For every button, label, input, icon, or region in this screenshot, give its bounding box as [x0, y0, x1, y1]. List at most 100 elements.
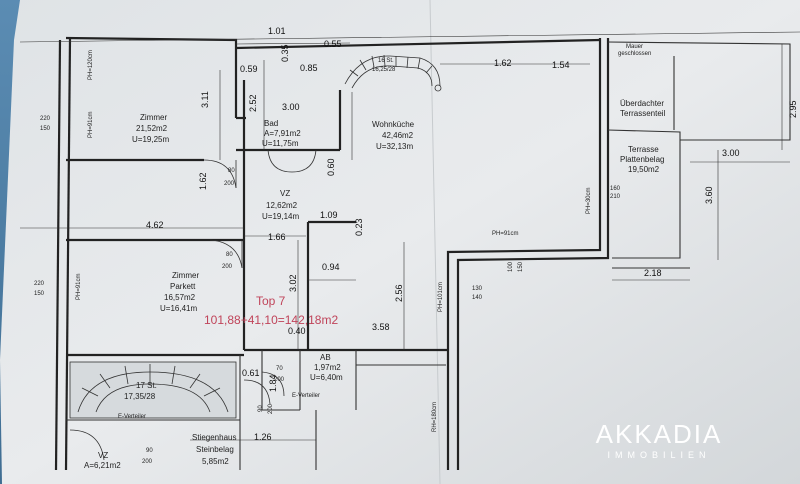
vz-name: VZ: [280, 189, 290, 198]
bad-u: U=11,75m: [262, 139, 299, 148]
dim-2.18: 2.18: [644, 268, 662, 278]
ueberdacht-label-2: Terrassenteil: [620, 109, 666, 118]
dim-1.62-left: 1.62: [198, 172, 208, 190]
dim-3.00-bad: 3.00: [282, 102, 300, 112]
dim-0.85: 0.85: [300, 63, 318, 73]
dim-1.54: 1.54: [552, 60, 570, 70]
dim-200-d: 200: [268, 403, 274, 414]
dim-200-a: 200: [224, 181, 235, 187]
ph120-label: PH=120cm: [88, 50, 94, 80]
door-arcs: [69, 149, 317, 461]
zimmer2-u: U=16,41m: [160, 304, 197, 313]
mauer-label: Mauer: [626, 44, 643, 50]
dim-0.94: 0.94: [322, 262, 340, 272]
dim-1.62-top: 1.62: [494, 58, 512, 68]
dim-90-a: 90: [258, 405, 264, 412]
dim-2.95: 2.95: [788, 100, 798, 118]
dim-0.61: 0.61: [242, 368, 260, 378]
dimension-labels: 1.01 0.55 0.35 0.59 0.85 1.62 1.54 2.95 …: [34, 26, 798, 465]
dim-80-a: 80: [228, 168, 235, 174]
stairs-bottom: [69, 361, 237, 419]
dim-3.00-terrace: 3.00: [722, 148, 740, 158]
dim-100: 100: [508, 261, 514, 272]
stairs-top-label: 16 St.: [378, 58, 394, 64]
zimmer1-u: U=19,25m: [132, 135, 169, 144]
vz2-name: VZ: [98, 451, 108, 460]
everteiler-label: E-Verteiler: [118, 414, 146, 420]
vz-area: 12,62m2: [266, 201, 298, 210]
dim-1.26: 1.26: [254, 432, 272, 442]
dim-3.11: 3.11: [200, 91, 210, 108]
ph91-lower-label: PH=91cm: [76, 273, 82, 300]
zimmer2-name: Zimmer: [172, 271, 199, 280]
akkadia-logo: AKKADIA IMMOBILIEN: [584, 420, 734, 460]
dim-220-b: 220: [34, 281, 45, 287]
dim-150: 150: [518, 261, 524, 272]
vz2-area: A=6,21m2: [84, 461, 121, 470]
dim-2.56: 2.56: [394, 284, 404, 302]
dim-1.66: 1.66: [268, 232, 286, 242]
dim-210: 210: [610, 194, 621, 200]
dim-200-b: 200: [222, 264, 233, 270]
logo-subtitle: IMMOBILIEN: [607, 450, 711, 460]
dim-3.58: 3.58: [372, 322, 390, 332]
ueberdacht-label: Überdachter: [620, 99, 664, 108]
ab-u: U=6,40m: [310, 373, 343, 382]
bad-area: A=7,91m2: [264, 129, 301, 138]
stairs-bottom-dim: 17,35/28: [124, 392, 156, 401]
ph91-upper-label: PH=91cm: [88, 111, 94, 138]
wohnkueche-u: U=32,13m: [376, 142, 413, 151]
stairs-bottom-label: 17 St.: [136, 381, 157, 390]
stiegenhaus-sub: Steinbelag: [196, 445, 234, 454]
zimmer2-sub: Parkett: [170, 282, 196, 291]
dim-160: 160: [610, 186, 621, 192]
zimmer2-area: 16,57m2: [164, 293, 196, 302]
dim-130: 130: [472, 286, 483, 292]
dim-3.02: 3.02: [288, 274, 298, 292]
ph91-right-label: PH=91cm: [492, 231, 519, 237]
terrasse-area: 19,50m2: [628, 165, 660, 174]
stiegenhaus-area: 5,85m2: [202, 457, 229, 466]
mauer-label-2: geschlossen: [618, 51, 651, 57]
top-label: Top 7: [256, 294, 286, 308]
dim-0.60: 0.60: [326, 158, 336, 176]
dim-150-a: 150: [40, 126, 51, 132]
room-labels: PH=120cm PH=91cm PH=91cm PH=91cm PH=30cm…: [76, 44, 666, 470]
dim-0.35: 0.35: [280, 44, 290, 62]
dim-80-b: 80: [226, 252, 233, 258]
dim-0.55: 0.55: [324, 39, 342, 49]
dim-150-b: 150: [34, 291, 45, 297]
stiegenhaus-name: Stiegenhaus: [192, 433, 236, 442]
everteiler-label-2: E-Verteiler: [292, 393, 320, 399]
walls: [54, 36, 791, 471]
dim-0.59: 0.59: [240, 64, 258, 74]
terrasse-name: Terrasse: [628, 145, 659, 154]
wohnkueche-area: 42,46m2: [382, 131, 414, 140]
rh180-label: RH=180cm: [432, 402, 438, 432]
dimension-lines: [19, 31, 800, 441]
dim-220-a: 220: [40, 116, 51, 122]
terrasse-sub: Plattenbelag: [620, 155, 664, 164]
ab-name: AB: [320, 353, 331, 362]
dim-200-e: 200: [142, 459, 153, 465]
stairs-top-dim: 16,25/28: [372, 67, 396, 73]
ph101-label: PH=101cm: [438, 282, 444, 312]
dim-0.40: 0.40: [288, 326, 306, 336]
dim-4.62: 4.62: [146, 220, 164, 230]
dim-3.60: 3.60: [704, 186, 714, 204]
dim-2.52: 2.52: [248, 94, 258, 112]
ph30-label: PH=30cm: [586, 187, 592, 214]
dim-90-b: 90: [146, 448, 153, 454]
logo-name: AKKADIA: [595, 419, 723, 449]
dim-1.09: 1.09: [320, 210, 338, 220]
dim-200-c: 200: [274, 377, 285, 383]
dim-70: 70: [276, 366, 283, 372]
bad-name: Bad: [264, 119, 278, 128]
dim-140: 140: [472, 295, 483, 301]
dim-0.23: 0.23: [354, 218, 364, 236]
total-area-label: 101,88+41,10=142,18m2: [204, 313, 338, 327]
dim-1.84: 1.84: [268, 374, 278, 392]
vz-u: U=19,14m: [262, 212, 299, 221]
